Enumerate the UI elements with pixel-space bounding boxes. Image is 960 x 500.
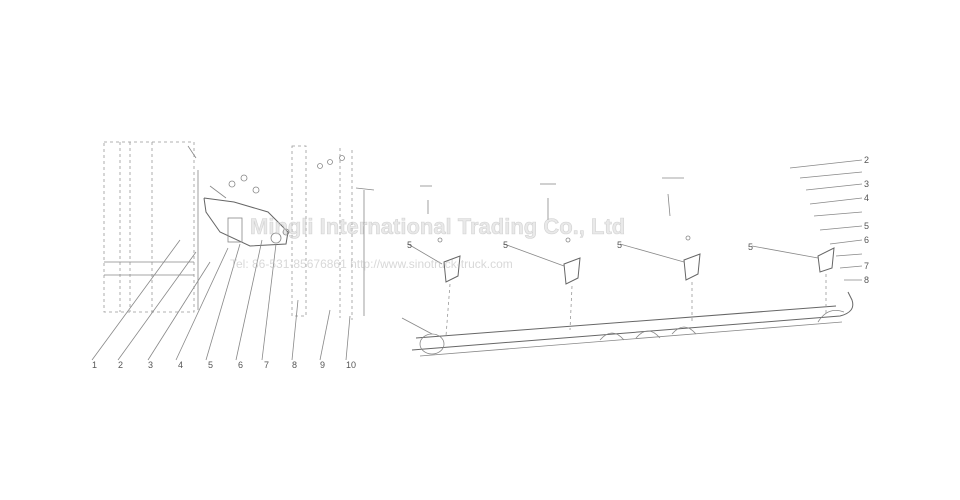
callout-number: 4 <box>178 360 183 370</box>
left-bracket-assembly <box>203 174 290 247</box>
watermark-company: Mingli International Trading Co., Ltd <box>250 214 625 239</box>
callout-number: 8 <box>864 275 869 285</box>
bracket-group-3 <box>619 177 701 322</box>
callout-number: 8 <box>292 360 297 370</box>
long-frame-rail <box>401 291 854 357</box>
callout-number: 2 <box>864 155 869 165</box>
callout-number: 5 <box>503 240 508 250</box>
callout-number: 5 <box>407 240 412 250</box>
callout-number: 7 <box>264 360 269 370</box>
callout-number: 3 <box>864 179 869 189</box>
bracket-group-4 <box>751 245 835 316</box>
left-callouts: 1 2 3 4 5 6 7 8 9 10 <box>92 360 356 370</box>
callout-number: 7 <box>864 261 869 271</box>
left-leader-lines <box>91 239 351 361</box>
left-vertical-rail <box>291 145 375 320</box>
watermark-contact: Tel: 86-531-85676861 http://www.sinotruc… <box>230 257 513 271</box>
right-callouts: 5 5 5 5 2 3 4 5 6 7 8 <box>407 155 869 285</box>
callout-number: 6 <box>864 235 869 245</box>
callout-number: 5 <box>748 242 753 252</box>
callout-number: 5 <box>864 221 869 231</box>
callout-number: 10 <box>346 360 356 370</box>
callout-number: 2 <box>118 360 123 370</box>
left-frame-panel <box>103 141 199 313</box>
callout-number: 5 <box>617 240 622 250</box>
right-leader-lines <box>789 159 863 281</box>
callout-number: 3 <box>148 360 153 370</box>
callout-number: 1 <box>92 360 97 370</box>
callout-number: 4 <box>864 193 869 203</box>
callout-number: 5 <box>208 360 213 370</box>
callout-number: 9 <box>320 360 325 370</box>
bracket-group-1 <box>407 185 461 337</box>
bracket-group-2 <box>503 183 581 331</box>
callout-number: 6 <box>238 360 243 370</box>
